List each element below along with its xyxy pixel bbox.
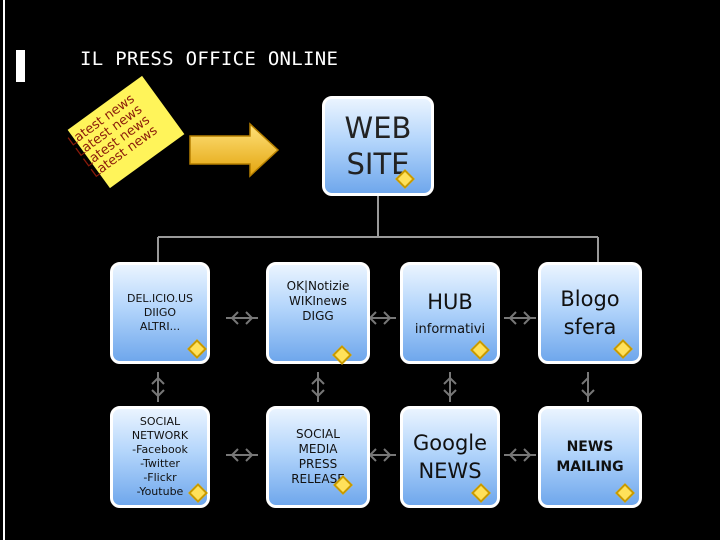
social-media-label: SOCIAL MEDIA PRESS RELEASE [291,427,345,487]
delicious-label: DEL.ICIO.US DIIGO ALTRI... [127,292,193,334]
cross-arrows [152,312,594,461]
social-media-box: SOCIAL MEDIA PRESS RELEASE [266,406,370,508]
hub-label: HUB [427,288,473,316]
google-news-label: Google NEWS [413,429,487,485]
connector-web-to-row [158,196,598,262]
social-network-label: SOCIAL NETWORK -Facebook -Twitter -Flick… [132,415,188,499]
ok-notizie-box: OK|Notizie WIKInews DIGG [266,262,370,364]
hub-sublabel: informativi [415,322,485,338]
blogosfera-label: Blogo sfera [560,285,619,341]
ok-notizie-label: OK|Notizie WIKInews DIGG [287,279,350,324]
right-arrow-icon [190,124,278,176]
web-site-box: WEB SITE [322,96,434,196]
news-mailing-label: NEWS MAILING [556,437,623,477]
